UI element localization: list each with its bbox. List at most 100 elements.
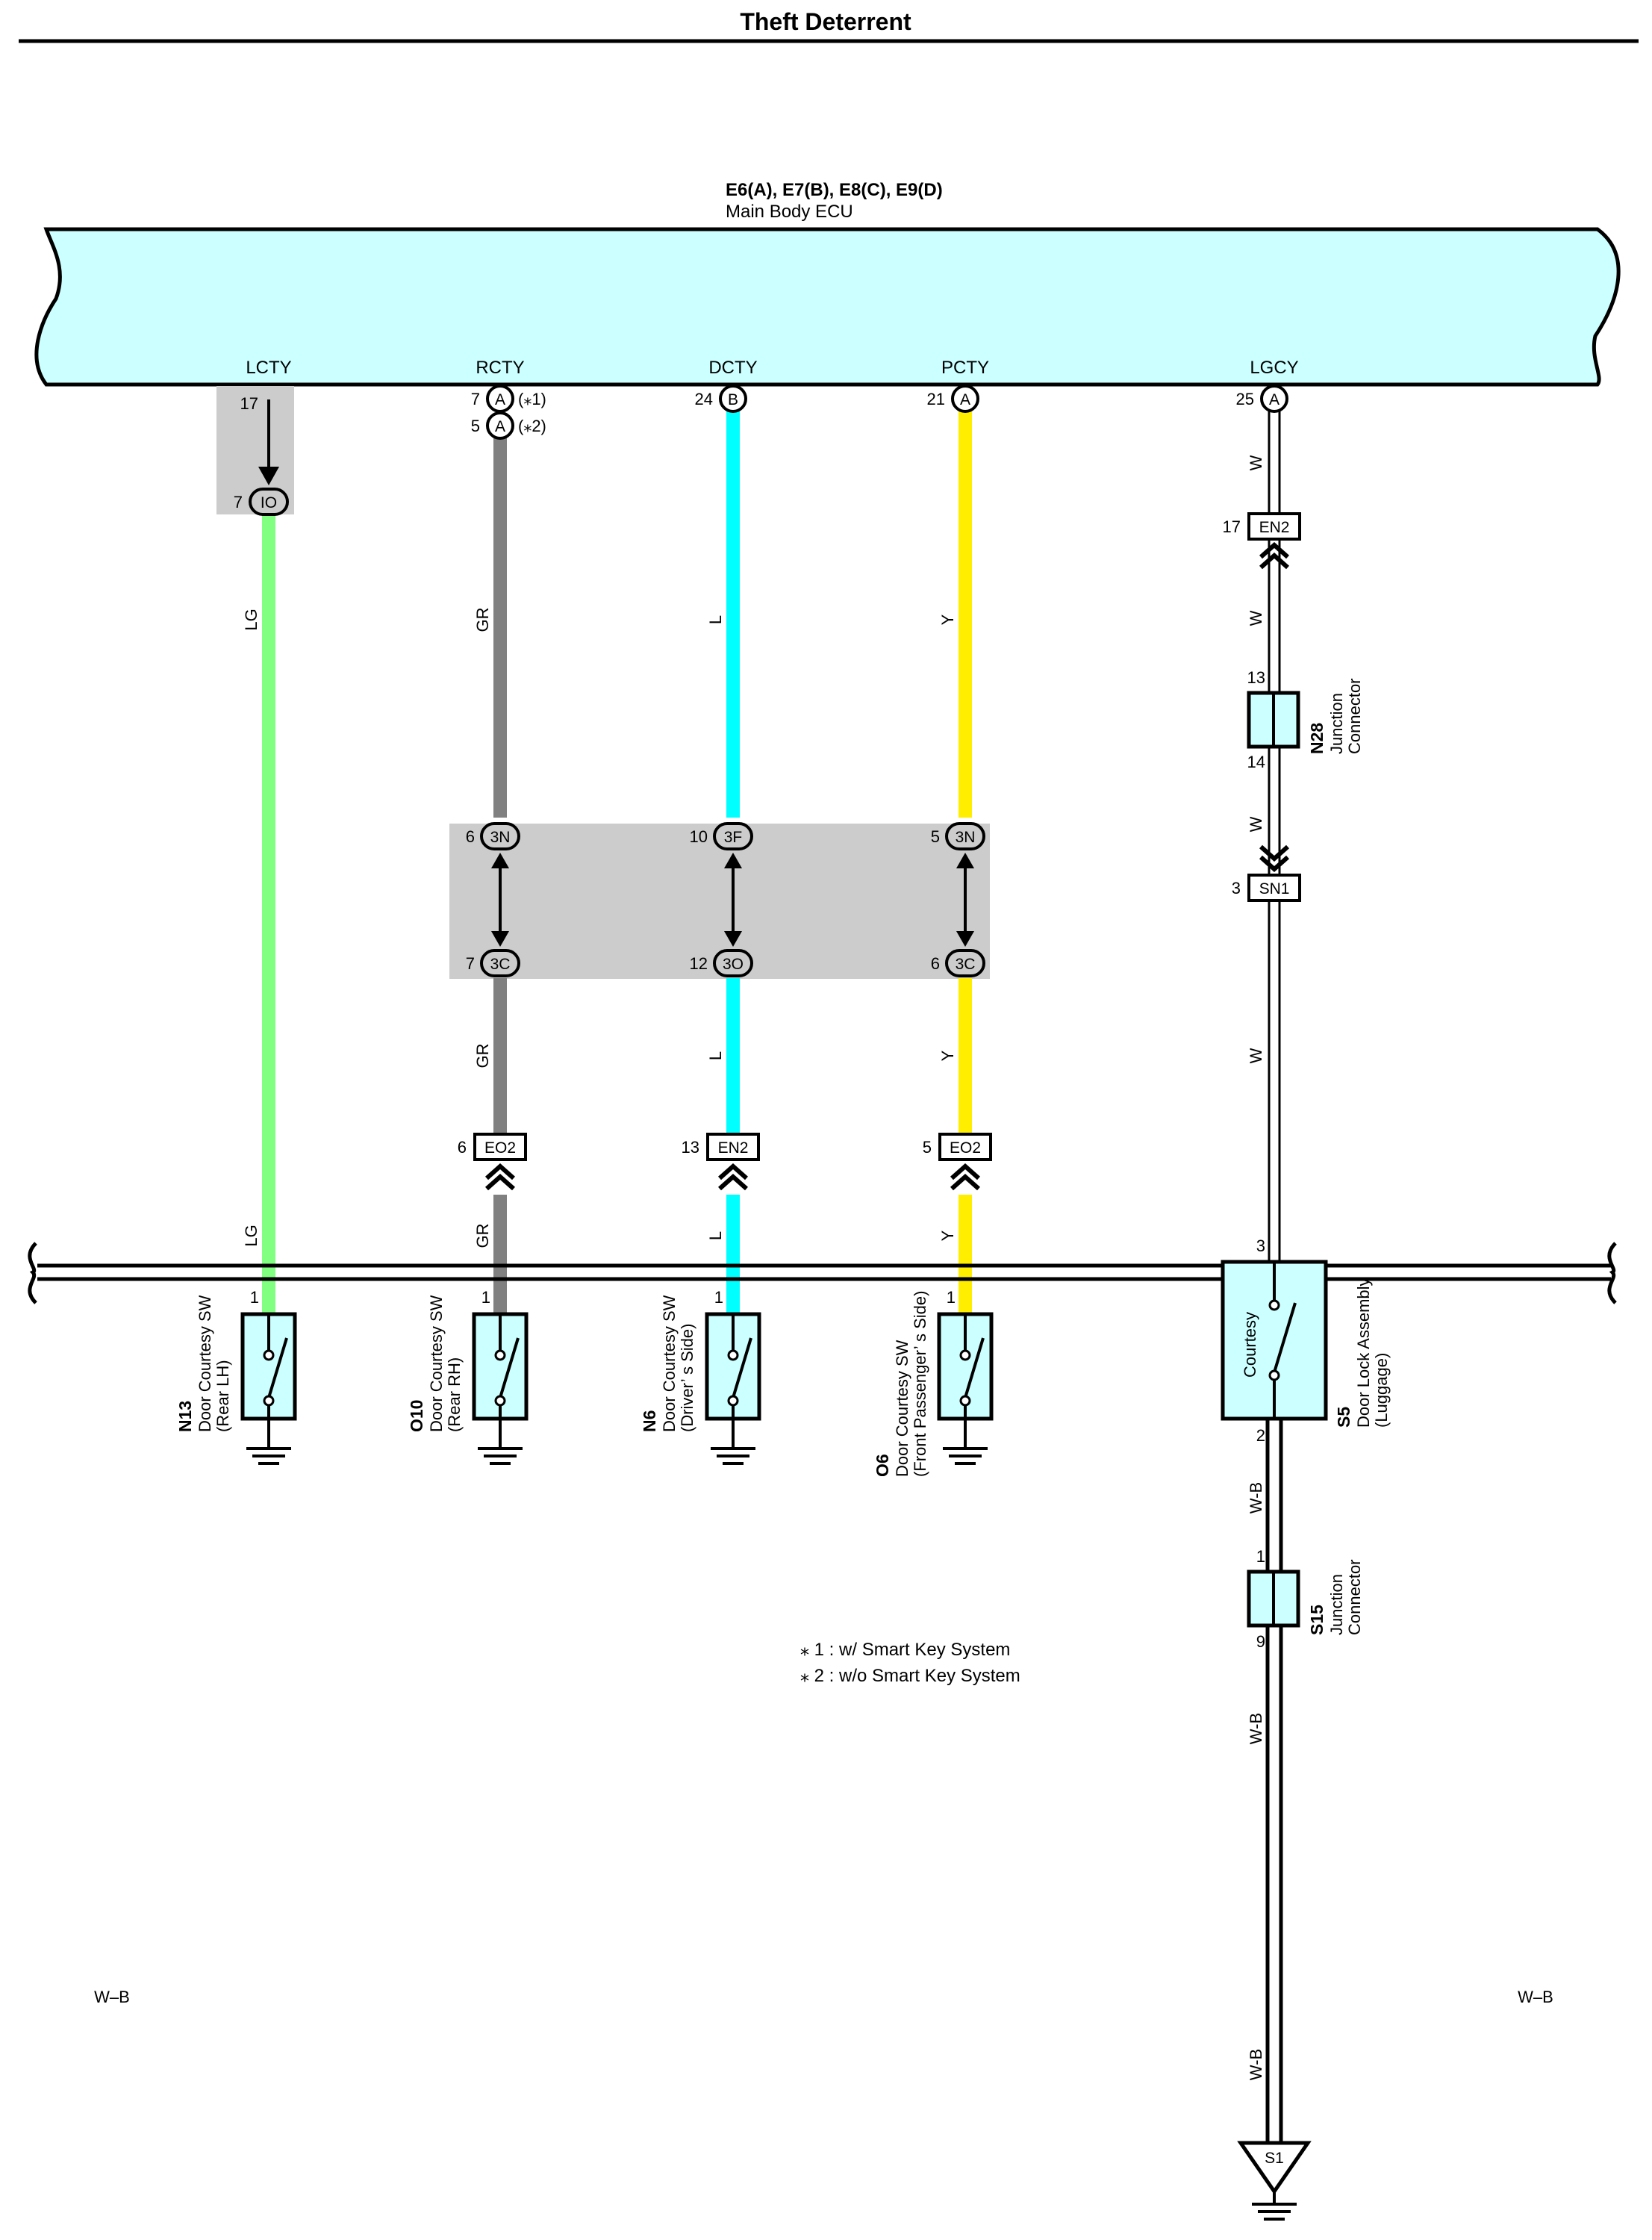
switch-o6 bbox=[937, 1312, 994, 1465]
svg-text:Door Lock Assembly: Door Lock Assembly bbox=[1354, 1278, 1373, 1428]
wb-bus bbox=[28, 1242, 1617, 1304]
svg-text:GR: GR bbox=[473, 1044, 492, 1068]
switch-n6 bbox=[705, 1312, 761, 1465]
svg-text:A: A bbox=[495, 418, 505, 435]
svg-text:3C: 3C bbox=[956, 956, 976, 973]
svg-text:LG: LG bbox=[242, 1225, 261, 1246]
pin-rcty-eo2: 6 bbox=[458, 1138, 467, 1157]
svg-text:3O: 3O bbox=[723, 956, 744, 973]
note-rcty-1: (⁎1) bbox=[518, 390, 546, 408]
conn-pcty-3n: 3N bbox=[945, 822, 985, 850]
pin-s15-top: 1 bbox=[1256, 1547, 1265, 1566]
svg-text:Y: Y bbox=[938, 614, 957, 625]
junction-n28 bbox=[1247, 691, 1300, 749]
pin-n13: 1 bbox=[250, 1288, 259, 1307]
pin-pcty-ecu: 21 bbox=[927, 390, 945, 408]
conn-rcty-3n: 3N bbox=[480, 822, 520, 850]
pin-o10: 1 bbox=[481, 1288, 490, 1307]
svg-text:(Front Passenger’ s Side): (Front Passenger’ s Side) bbox=[911, 1291, 929, 1477]
conn-dcty-en2: EN2 bbox=[706, 1133, 760, 1161]
svg-text:N6: N6 bbox=[640, 1410, 659, 1432]
svg-text:B: B bbox=[728, 391, 738, 408]
svg-text:3N: 3N bbox=[490, 829, 511, 846]
svg-text:L: L bbox=[706, 1051, 725, 1060]
svg-text:S5: S5 bbox=[1334, 1407, 1353, 1428]
signal-dcty: DCTY bbox=[708, 358, 757, 378]
conn-pcty-eo2: EO2 bbox=[938, 1133, 992, 1161]
pin-s5-top: 3 bbox=[1256, 1236, 1265, 1255]
svg-text:(Luggage): (Luggage) bbox=[1372, 1353, 1391, 1428]
conn-rcty-eo2: EO2 bbox=[473, 1133, 527, 1161]
svg-text:N13: N13 bbox=[175, 1401, 195, 1432]
svg-text:EO2: EO2 bbox=[950, 1139, 981, 1157]
pin-lgcy-en2: 17 bbox=[1223, 517, 1241, 536]
s5-inner-label: Courtesy bbox=[1241, 1312, 1259, 1378]
svg-text:L: L bbox=[706, 615, 725, 624]
pin-pcty-3c: 6 bbox=[931, 954, 940, 973]
pin-rcty-1: 7 bbox=[471, 390, 480, 408]
pin-dcty-ecu: 24 bbox=[695, 390, 713, 408]
switch-o10 bbox=[472, 1312, 529, 1465]
conn-dcty-3o: 3O bbox=[713, 949, 753, 977]
svg-text:N28: N28 bbox=[1307, 723, 1327, 754]
pin-lgcy-sn1: 3 bbox=[1232, 879, 1241, 897]
svg-text:(Driver’ s Side): (Driver’ s Side) bbox=[678, 1324, 696, 1432]
wire-lgcy-wb bbox=[1265, 1419, 1283, 2143]
svg-text:Door Courtesy SW: Door Courtesy SW bbox=[660, 1295, 679, 1432]
arrow-head bbox=[258, 467, 279, 485]
svg-text:Junction: Junction bbox=[1327, 1574, 1346, 1635]
svg-text:O10: O10 bbox=[407, 1400, 426, 1432]
svg-text:Door Courtesy SW: Door Courtesy SW bbox=[196, 1295, 214, 1432]
ecu-box bbox=[34, 227, 1621, 387]
svg-text:(Rear LH): (Rear LH) bbox=[213, 1360, 232, 1432]
svg-text:EO2: EO2 bbox=[484, 1139, 516, 1157]
note-rcty-2: (⁎2) bbox=[518, 417, 546, 435]
pin-s5-bottom: 2 bbox=[1256, 1426, 1265, 1445]
switch-n13 bbox=[240, 1312, 297, 1465]
svg-text:W: W bbox=[1247, 610, 1265, 626]
page-title: Theft Deterrent bbox=[740, 8, 911, 35]
svg-text:Junction: Junction bbox=[1327, 693, 1346, 754]
conn-lgcy-sn1: SN1 bbox=[1247, 874, 1301, 902]
conn-pcty-3c: 3C bbox=[945, 949, 985, 977]
pin-s15-bottom: 9 bbox=[1256, 1632, 1265, 1651]
svg-text:Door Courtesy SW: Door Courtesy SW bbox=[893, 1340, 911, 1477]
svg-text:A: A bbox=[960, 391, 970, 408]
svg-text:S15: S15 bbox=[1307, 1605, 1327, 1635]
svg-text:3N: 3N bbox=[956, 829, 976, 846]
ecu-id: E6(A), E7(B), E8(C), E9(D) bbox=[726, 180, 943, 200]
svg-text:GR: GR bbox=[473, 1224, 492, 1248]
pin-n28-top: 13 bbox=[1247, 668, 1265, 687]
svg-text:EN2: EN2 bbox=[1259, 519, 1290, 536]
svg-text:IO: IO bbox=[261, 494, 277, 511]
wire-labels: LG LG GR GR GR L L L Y Y Y W W W W W-B W… bbox=[242, 455, 1265, 2080]
conn-rcty-a1: A bbox=[486, 385, 514, 413]
signal-lcty: LCTY bbox=[246, 358, 291, 378]
svg-text:Connector: Connector bbox=[1345, 1559, 1364, 1635]
svg-text:Y: Y bbox=[938, 1050, 957, 1061]
svg-text:W-B: W-B bbox=[1247, 1713, 1265, 1744]
pin-pcty-eo2: 5 bbox=[923, 1138, 932, 1157]
conn-lgcy-en2: EN2 bbox=[1247, 512, 1301, 541]
svg-text:A: A bbox=[1269, 391, 1279, 408]
n28-label: N28 Junction Connector bbox=[1307, 678, 1364, 754]
pin-pcty-3n: 5 bbox=[931, 827, 940, 846]
svg-text:3C: 3C bbox=[490, 956, 511, 973]
junction-s15 bbox=[1247, 1569, 1300, 1628]
svg-text:LG: LG bbox=[242, 609, 261, 630]
svg-text:(Rear RH): (Rear RH) bbox=[445, 1357, 464, 1432]
conn-rcty-3c: 3C bbox=[480, 949, 520, 977]
ground-s1-label: S1 bbox=[1265, 2150, 1284, 2167]
note-1: ⁎ 1 : w/ Smart Key System bbox=[800, 1640, 1010, 1660]
svg-text:L: L bbox=[706, 1231, 725, 1240]
conn-lcty-io: IO bbox=[249, 488, 289, 516]
junction-arrows bbox=[491, 853, 974, 947]
signal-pcty: PCTY bbox=[941, 358, 989, 378]
svg-text:SN1: SN1 bbox=[1259, 880, 1290, 897]
pin-lcty-ecu: 17 bbox=[240, 394, 258, 413]
bus-label-left: W–B bbox=[94, 1988, 130, 2006]
pin-rcty-3c: 7 bbox=[466, 954, 475, 973]
svg-text:W: W bbox=[1247, 1048, 1265, 1063]
conn-lgcy-a: A bbox=[1260, 385, 1288, 413]
